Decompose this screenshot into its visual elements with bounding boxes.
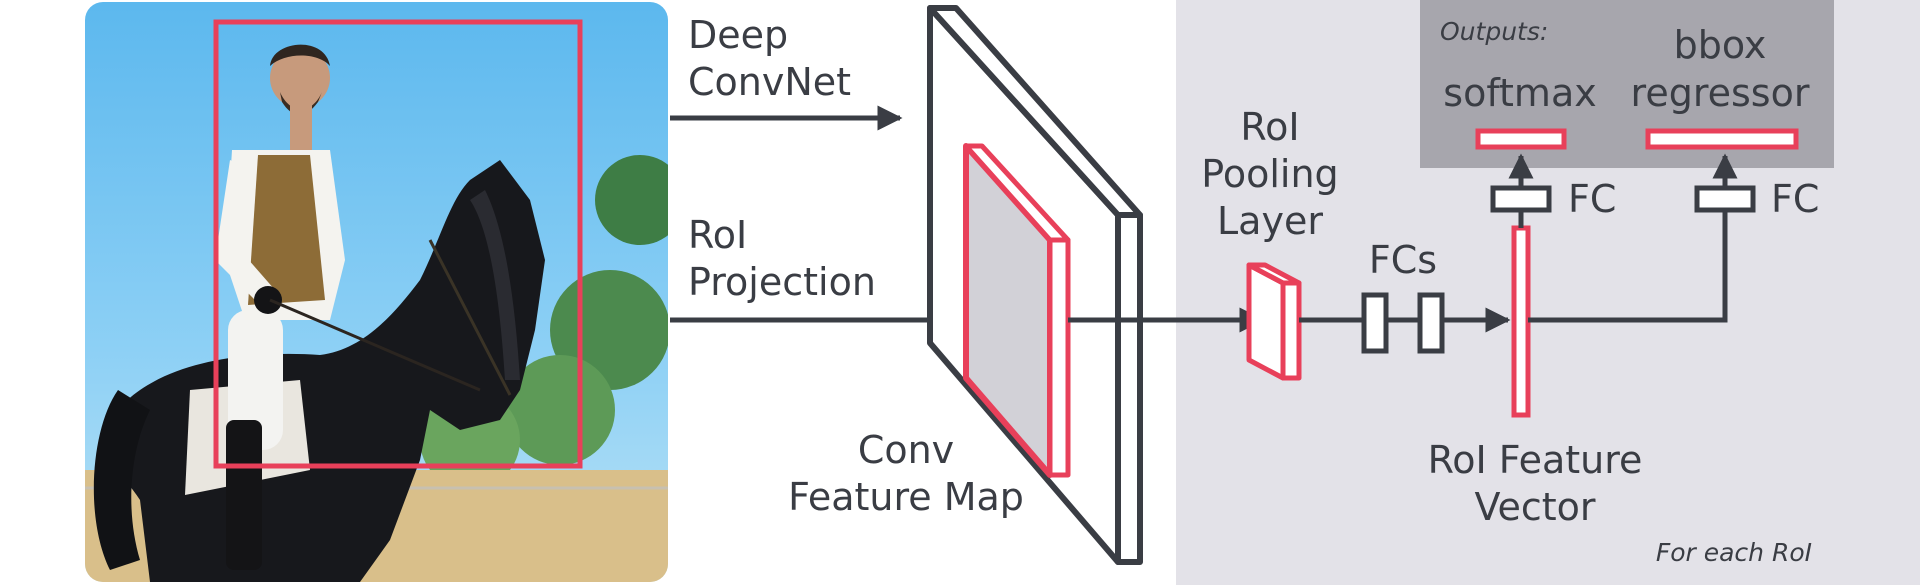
softmax-label: softmax [1443,71,1596,115]
roi-pooling-label-2: Pooling [1201,152,1338,196]
outputs-label: Outputs: [1440,17,1548,46]
fc-softmax [1490,185,1552,213]
bbox-label-1: bbox [1674,23,1767,67]
conv-feature-map-label-2: Feature Map [788,475,1024,519]
fc-layer-2 [1417,292,1445,354]
roi-feature-vector-label-1: RoI Feature [1428,438,1643,482]
deep-convnet-label-1: Deep [688,13,788,57]
bbox-label-2: regressor [1631,71,1810,115]
fc-label-left: FC [1568,177,1616,221]
roi-pooling-label-1: RoI [1240,105,1299,149]
roi-projection-label-2: Projection [688,260,876,304]
fc-layer-1 [1361,292,1389,354]
roi-feature-vector-label-2: Vector [1474,485,1595,529]
conv-feature-map-label-1: Conv [858,428,954,472]
input-photo [85,2,668,582]
roi-pooling-box [1246,262,1302,381]
roi-pooling-label-3: Layer [1217,199,1323,243]
for-each-roi-label: For each RoI [1656,538,1812,567]
bbox-output [1645,128,1799,150]
conv-feature-map [927,5,1143,565]
fc-bbox [1694,185,1756,213]
roi-projection-label-1: RoI [688,213,747,257]
fc-label-right: FC [1771,177,1819,221]
roi-feature-vector [1511,225,1531,418]
deep-convnet-label-2: ConvNet [688,60,851,104]
fcs-label: FCs [1369,238,1437,282]
photo-bounding-box [213,19,583,469]
softmax-output [1475,128,1567,150]
